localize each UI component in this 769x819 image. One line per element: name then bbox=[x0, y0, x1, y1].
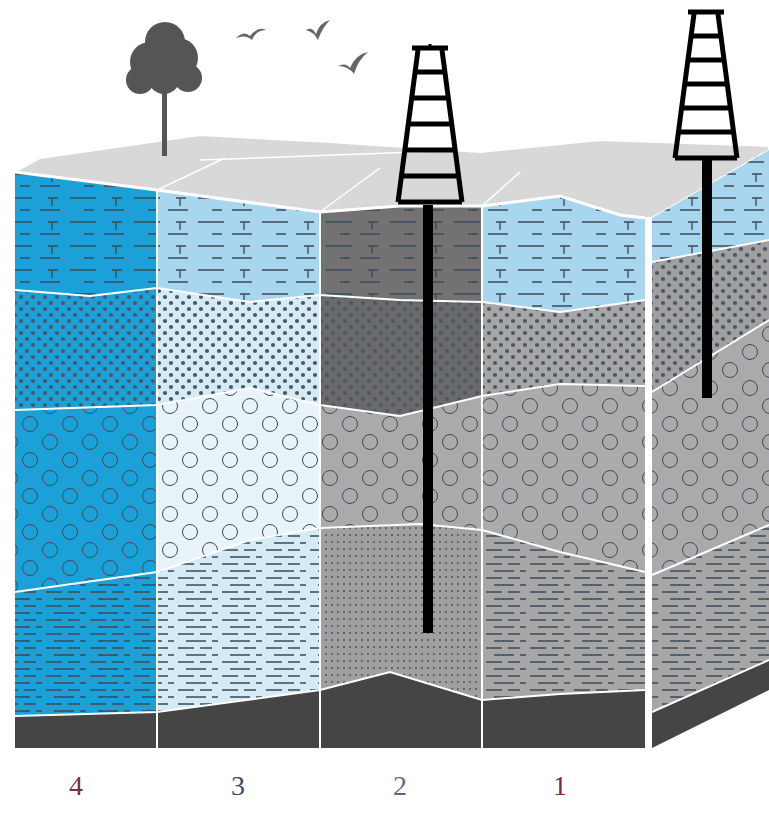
column-number-holder: 4 bbox=[69, 771, 83, 802]
well-bore bbox=[423, 205, 433, 633]
rock-column bbox=[482, 172, 645, 748]
column-number: 2 bbox=[393, 771, 407, 802]
birds bbox=[236, 20, 368, 74]
oil-derrick bbox=[675, 12, 737, 158]
side-slice bbox=[652, 150, 769, 748]
layer-boundary bbox=[15, 172, 645, 748]
column-number: 1 bbox=[553, 771, 567, 802]
tree bbox=[126, 22, 202, 156]
well-bore bbox=[702, 158, 712, 398]
column-number-holder: 1 bbox=[553, 771, 567, 802]
rock-column bbox=[15, 172, 157, 748]
column-number: 3 bbox=[231, 771, 245, 802]
rock-column bbox=[157, 172, 320, 748]
rock-column bbox=[320, 172, 482, 748]
column-number: 4 bbox=[69, 771, 83, 802]
column-number-holder: 2 bbox=[393, 771, 407, 802]
oil-derrick bbox=[398, 44, 462, 202]
column-number-holder: 3 bbox=[231, 771, 245, 802]
